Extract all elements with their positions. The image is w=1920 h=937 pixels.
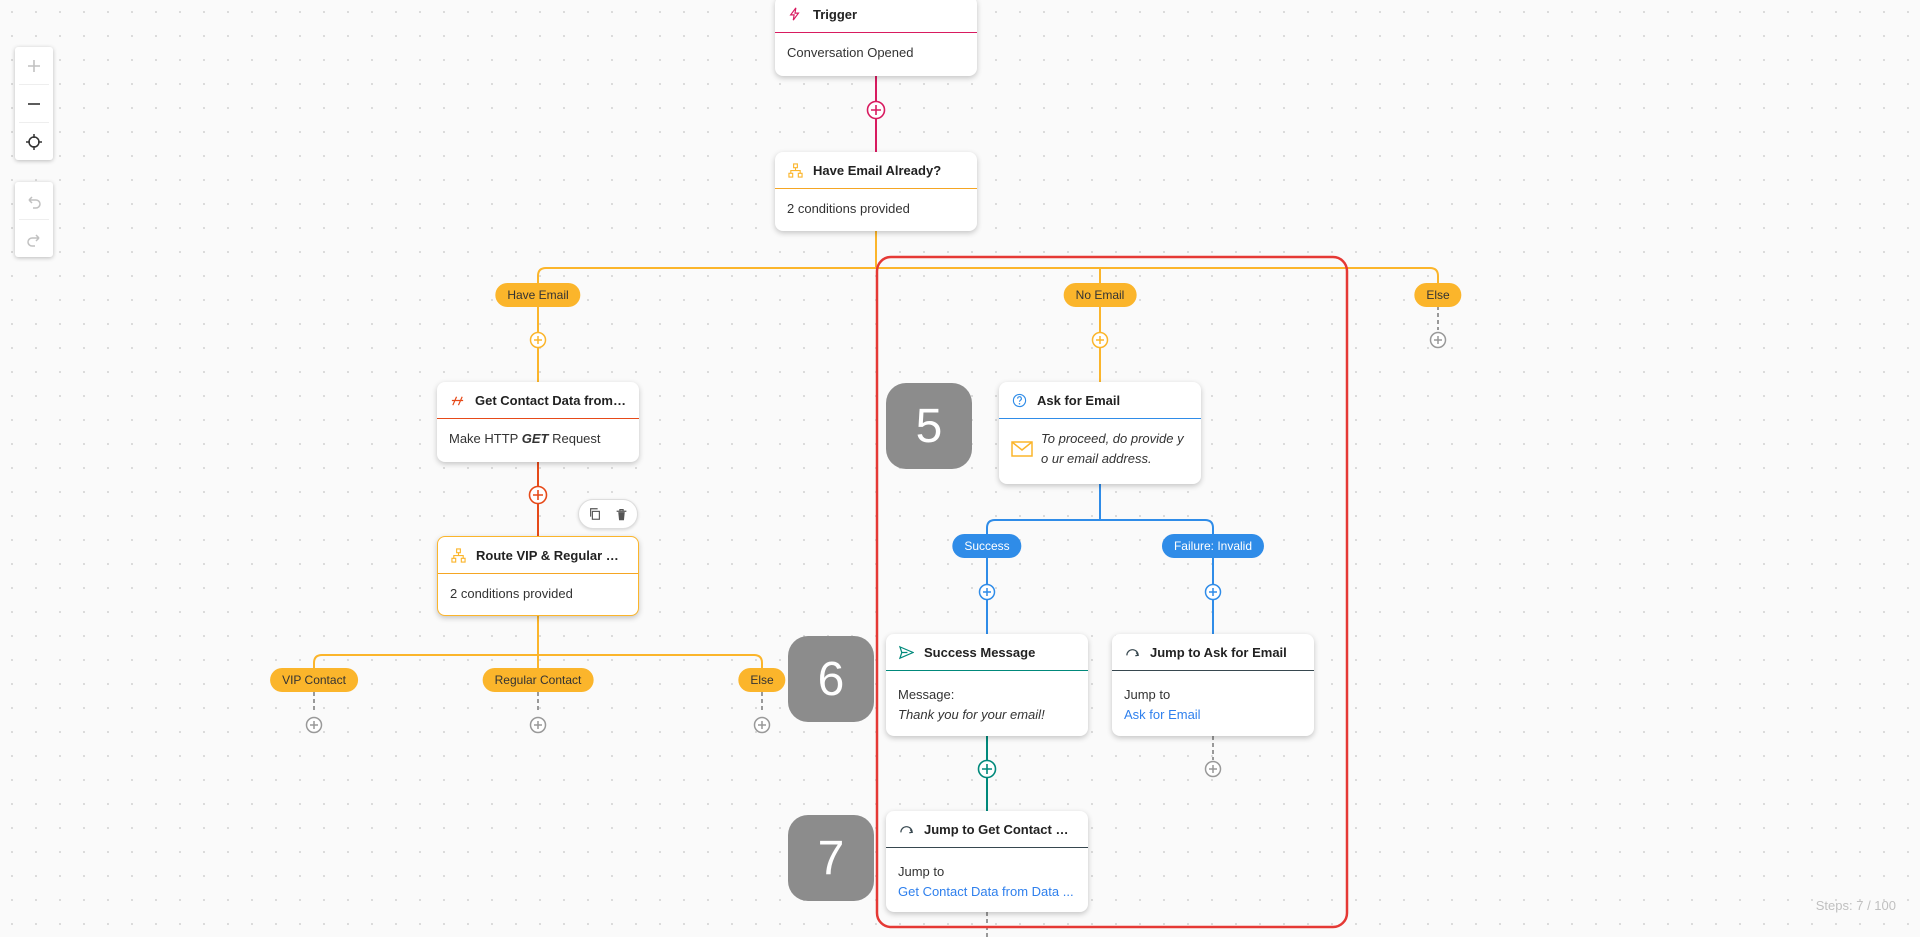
zoom-in-button[interactable] (15, 47, 53, 84)
message-node-success[interactable]: Success Message Message: Thank you for y… (886, 634, 1088, 736)
branch-else[interactable]: Else (1414, 283, 1462, 307)
add-step-icon[interactable] (753, 716, 771, 734)
condition-node-route-vip[interactable]: Route VIP & Regular Co... 2 conditions p… (437, 536, 639, 616)
trigger-node[interactable]: Trigger Conversation Opened (775, 0, 977, 76)
history-toolbar (15, 182, 53, 257)
branch-success[interactable]: Success (952, 534, 1022, 558)
node-title: Route VIP & Regular Co... (476, 547, 626, 563)
add-step-icon[interactable] (529, 331, 547, 349)
minus-icon (28, 102, 40, 105)
body-prefix: Make HTTP (449, 431, 519, 446)
body-suffix: Request (552, 431, 601, 446)
jump-label: Jump to (1124, 687, 1171, 702)
recenter-button[interactable] (15, 123, 53, 160)
question-icon (1011, 392, 1027, 408)
add-step-icon[interactable] (1091, 331, 1109, 349)
node-title: Jump to Get Contact Data (924, 821, 1076, 837)
send-icon (898, 644, 914, 660)
step-marker-5: 5 (886, 383, 972, 469)
node-title: Success Message (924, 644, 1036, 660)
http-node-get-contact[interactable]: Get Contact Data from D... Make HTTP GET… (437, 382, 639, 462)
node-body: 2 conditions provided (450, 586, 573, 601)
node-title: Get Contact Data from D... (475, 392, 627, 408)
node-title: Trigger (813, 6, 858, 22)
delete-icon[interactable] (611, 504, 631, 524)
jump-node-get-contact[interactable]: Jump to Get Contact Data Jump to Get Con… (886, 811, 1088, 912)
add-step-icon[interactable] (1429, 331, 1447, 349)
undo-button[interactable] (15, 182, 53, 219)
branch-have-email[interactable]: Have Email (495, 283, 581, 307)
branch-icon (787, 162, 803, 178)
http-icon (449, 392, 465, 408)
add-step-icon[interactable] (305, 716, 323, 734)
steps-counter: Steps: 7 / 100 (1815, 898, 1896, 913)
undo-icon (28, 195, 41, 209)
branch-vip-contact[interactable]: VIP Contact (270, 668, 358, 692)
jump-target-link[interactable]: Ask for Email (1124, 707, 1201, 722)
step-marker-7: 7 (788, 815, 874, 901)
branch-icon (450, 547, 466, 563)
message-text: Thank you for your email! (898, 707, 1045, 722)
add-step-icon[interactable] (1204, 760, 1222, 778)
bolt-icon (787, 6, 803, 22)
jump-icon (1124, 644, 1140, 660)
node-body: To proceed, do provide yo ur email addre… (1041, 431, 1184, 466)
node-body: 2 conditions provided (787, 201, 910, 216)
branch-else-route[interactable]: Else (738, 668, 786, 692)
email-icon (1011, 441, 1033, 457)
branch-regular-contact[interactable]: Regular Contact (482, 668, 594, 692)
condition-node-have-email[interactable]: Have Email Already? 2 conditions provide… (775, 152, 977, 231)
node-actions (578, 499, 638, 529)
crosshair-icon (26, 133, 42, 150)
jump-label: Jump to (898, 864, 945, 879)
jump-node-ask-email[interactable]: Jump to Ask for Email Jump to Ask for Em… (1112, 634, 1314, 736)
node-title: Ask for Email (1037, 392, 1121, 408)
add-step-icon[interactable] (977, 759, 997, 779)
question-node-ask-email[interactable]: Ask for Email To proceed, do provide yo … (999, 382, 1201, 484)
step-marker-6: 6 (788, 636, 874, 722)
zoom-toolbar (15, 47, 53, 160)
node-title: Jump to Ask for Email (1150, 644, 1287, 660)
node-body: Conversation Opened (787, 45, 914, 60)
http-method: GET (521, 431, 549, 446)
message-label: Message: (898, 687, 955, 702)
node-body: Make HTTP GET Request (437, 419, 639, 459)
redo-icon (27, 233, 40, 247)
jump-target-link[interactable]: Get Contact Data from Data ... (898, 884, 1074, 899)
add-step-icon[interactable] (1204, 583, 1222, 601)
copy-icon[interactable] (585, 504, 605, 524)
branch-no-email[interactable]: No Email (1063, 283, 1137, 307)
add-step-icon[interactable] (978, 583, 996, 601)
node-title: Have Email Already? (813, 162, 942, 178)
add-step-icon[interactable] (529, 716, 547, 734)
jump-icon (898, 821, 914, 837)
add-step-icon[interactable] (528, 485, 548, 505)
add-step-icon[interactable] (866, 100, 886, 120)
redo-button[interactable] (15, 220, 53, 257)
branch-failure-invalid[interactable]: Failure: Invalid (1161, 534, 1265, 558)
zoom-out-button[interactable] (15, 85, 53, 122)
plus-icon (28, 59, 40, 72)
